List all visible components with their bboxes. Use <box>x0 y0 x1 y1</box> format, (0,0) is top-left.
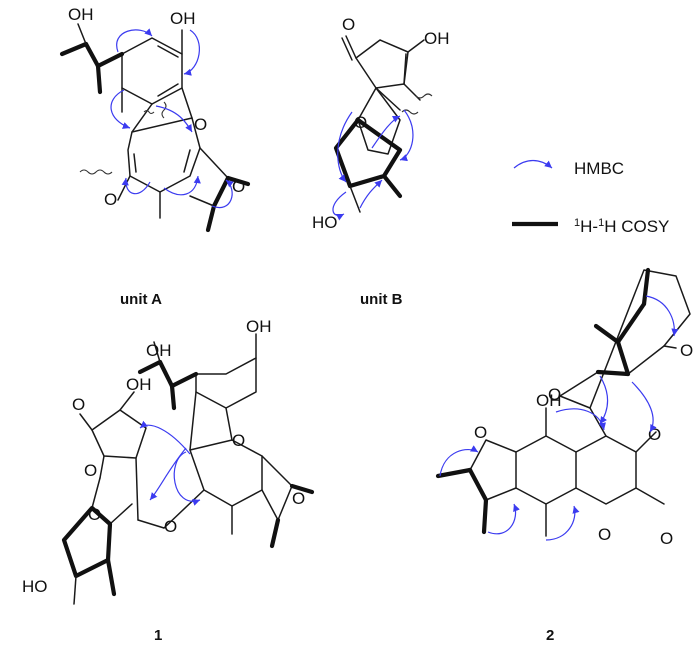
c2-o-ring: O <box>648 425 661 444</box>
unit-a-o-side: O <box>104 190 117 209</box>
unit-a-structure <box>59 23 251 233</box>
c1-o-furan: O <box>292 489 305 508</box>
c2-o-carbonyl-2: O <box>660 529 673 548</box>
compound-1-hmbc-arrows <box>139 420 201 506</box>
legend-hmbc-label: HMBC <box>574 159 624 178</box>
c1-o-ether: O <box>164 517 177 536</box>
c1-o-carbonyl: O <box>72 395 85 414</box>
unit-b-o-carbonyl: O <box>342 15 355 34</box>
unit-b-hmbc-arrows <box>332 109 414 221</box>
unit-b-structure <box>333 35 433 213</box>
c1-ho: HO <box>22 577 48 596</box>
unit-a-o-furan: O <box>232 177 245 196</box>
unit-a-o-ring: O <box>194 115 207 134</box>
c2-o-ketone: O <box>680 341 693 360</box>
compound-1-structure <box>61 333 315 605</box>
unit-b-o-ring: O <box>354 113 367 132</box>
caption-1: 1 <box>154 627 162 644</box>
c2-o-lactone: O <box>598 525 611 544</box>
unit-b-oh: OH <box>424 29 450 48</box>
c1-oh-top: OH <box>246 317 272 336</box>
compound-2-structure <box>435 267 691 537</box>
c1-o-lactone: O <box>84 461 97 480</box>
unit-b-ho: HO <box>312 213 338 232</box>
unit-a-oh-top: OH <box>170 9 196 28</box>
c2-o-furan: O <box>474 423 487 442</box>
caption-2: 2 <box>546 627 554 644</box>
caption-unit-a: unit A <box>120 291 162 308</box>
legend-hmbc-arrow-icon <box>513 159 553 169</box>
legend <box>512 159 558 227</box>
caption-unit-b: unit B <box>360 291 403 308</box>
c1-oh-enol: OH <box>126 375 152 394</box>
c2-oh: OH <box>536 391 562 410</box>
c1-oh-side: OH <box>146 341 172 360</box>
unit-a-oh-side: OH <box>68 5 94 24</box>
legend-cosy-label: 1H-1H COSY <box>574 217 669 236</box>
c1-o-xanthene: O <box>232 431 245 450</box>
c2-o-carbonyl: O <box>548 385 561 404</box>
compound-2-hmbc-arrows <box>439 295 679 541</box>
unit-a-hmbc-arrows <box>110 28 234 209</box>
c1-o-ring: O <box>88 505 101 524</box>
